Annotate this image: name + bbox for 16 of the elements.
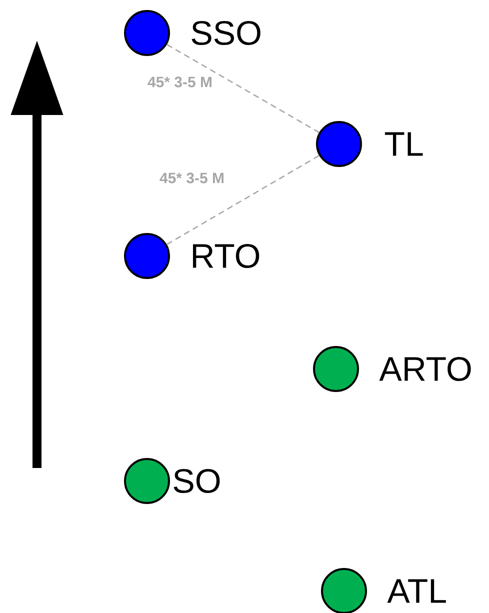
edge-label: 45* 3-5 M: [146, 76, 214, 88]
node-label: TL: [384, 132, 423, 156]
node-label: RTO: [193, 244, 260, 268]
circle-marker: [316, 121, 362, 167]
circle-marker: [124, 458, 170, 504]
dashed-line: [166, 155, 320, 245]
node-label: SO: [174, 468, 220, 494]
node-label: ATL: [387, 579, 446, 603]
dashed-line: [166, 44, 320, 134]
circle-marker: [124, 10, 170, 56]
circle-marker: [321, 568, 367, 613]
circle-marker: [313, 346, 359, 392]
circle-marker: [124, 233, 170, 279]
edge-label: 45* 3-5 M: [158, 172, 226, 184]
node-label: ARTO: [379, 356, 471, 382]
node-label: SSO: [192, 20, 260, 46]
